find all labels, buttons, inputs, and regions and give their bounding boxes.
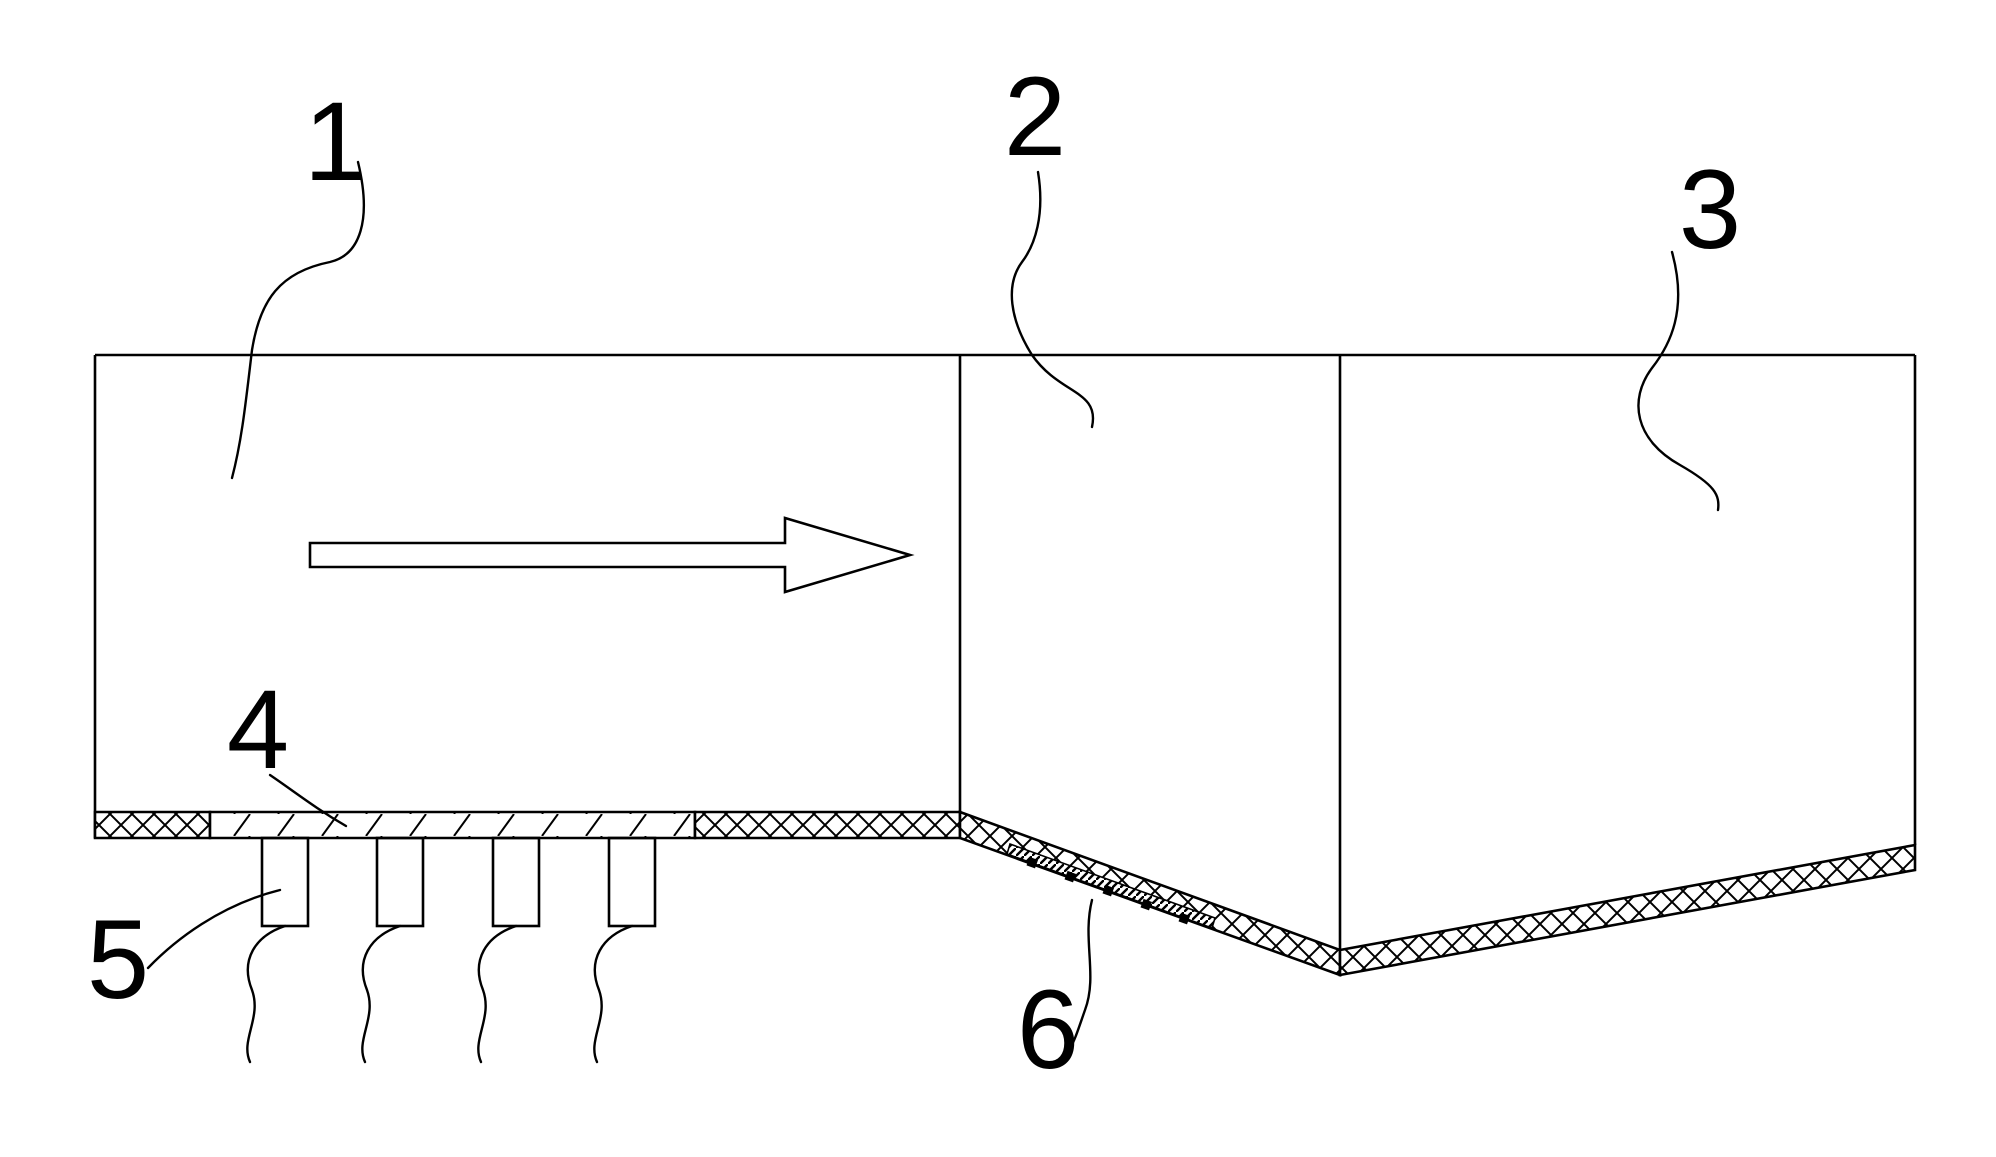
element-5-block (375, 836, 425, 928)
callout-label-6: 6 (1017, 967, 1079, 1092)
element-5-block (260, 836, 310, 928)
element-5-block (607, 836, 657, 928)
element-5-block (491, 836, 541, 928)
leader-line-5 (146, 888, 282, 970)
callout-label-1: 1 (304, 79, 366, 204)
floor-slope-zone-2 (958, 810, 1342, 977)
leader-line-3 (1637, 250, 1720, 512)
floor-segment-mid (693, 810, 962, 840)
leader-line-6 (1068, 898, 1094, 1050)
leader-line-1 (230, 160, 365, 480)
callout-label-3: 3 (1679, 147, 1741, 272)
callout-label-4: 4 (227, 667, 289, 792)
callout-label-2: 2 (1004, 54, 1066, 179)
leader-line-4 (268, 773, 348, 828)
leader-line-2 (1010, 170, 1095, 429)
floor-segment-4 (208, 810, 697, 840)
element-5-wires (246, 924, 634, 1064)
floor-segment-left (93, 810, 212, 840)
flow-direction-arrow-icon (308, 516, 915, 594)
element-5-blocks (260, 836, 657, 928)
element-6-band (1006, 842, 1216, 930)
callout-label-5: 5 (87, 897, 149, 1022)
element-6-nubs (1026, 856, 1191, 925)
floor-slope-zone-3 (1338, 843, 1917, 977)
